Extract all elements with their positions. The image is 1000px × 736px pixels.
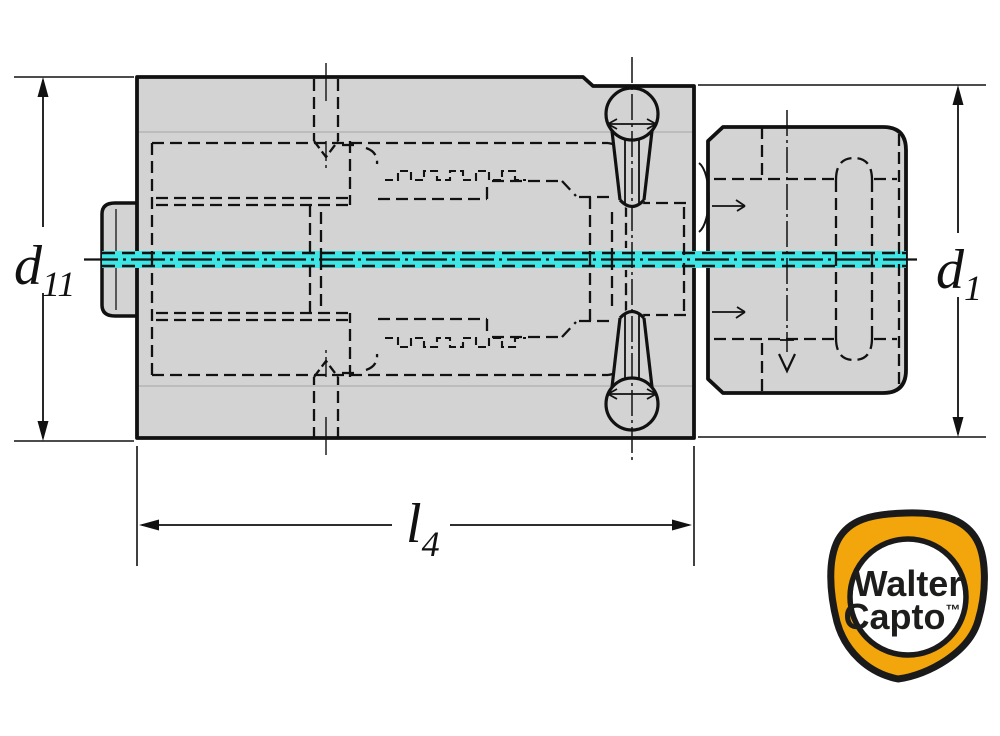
l4-label: l4 [406,493,440,564]
head-leader [712,199,746,212]
head-centerline-group [778,110,796,374]
thread-profile [385,169,526,182]
dimension-d1 [698,84,986,438]
logo-circle [847,536,969,658]
l4-arrow-right [672,519,692,531]
head-slot-arch [834,156,874,181]
bore-mid-step [561,180,577,197]
thread-lead-bracket [365,146,379,165]
walter-capto-logo: Walter Capto™ [827,509,988,683]
d1-arrow-down [952,417,964,437]
d11-arrow-up [37,77,49,97]
polygon-joint-arc [698,162,710,233]
cam-inner-lines [624,140,640,203]
center-bore-highlight [102,251,906,268]
d1-label: d1 [936,239,982,308]
head-depth-arrow [778,353,796,374]
logo-text-line1: Walter [854,563,963,604]
d11-arrow-down [37,421,49,441]
l4-arrow-left [139,519,159,531]
dimension-l4 [136,446,695,566]
axis-group [84,251,922,268]
cam-taper-lines [610,130,654,201]
logo-text-line2: Capto™ [844,596,961,637]
d11-label: d11 [14,235,75,304]
dimension-d11 [14,76,134,442]
d1-arrow-up [952,85,964,105]
